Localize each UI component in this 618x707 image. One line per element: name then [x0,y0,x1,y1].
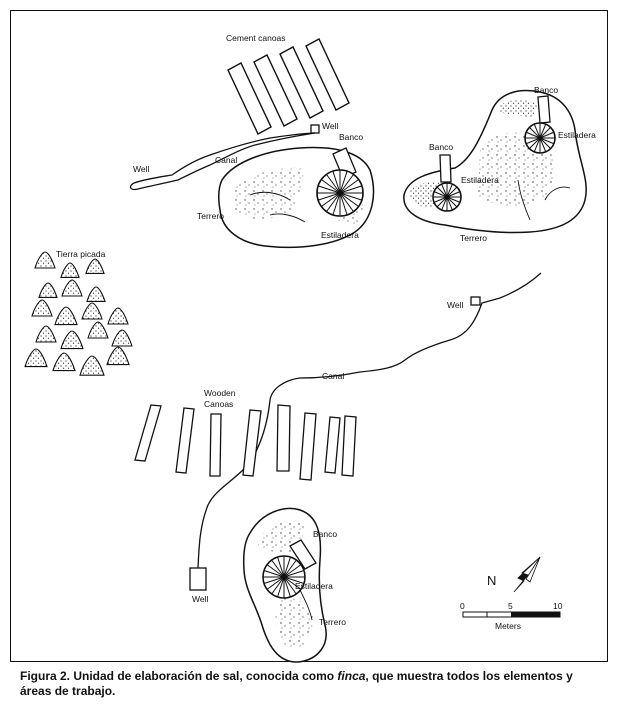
estiladera-right-top [524,122,556,154]
tierra-picada-mound [79,355,105,376]
wooden-canoas [134,404,357,481]
scale-tick-5: 5 [508,601,513,611]
estiladera-bottom-label: Estiladera [295,581,333,591]
well-top-left-label: Well [133,164,149,174]
wooden-canoas-label-2: Canoas [204,399,233,409]
tierra-picada-mound [111,329,133,347]
estiladera-bottom [262,555,306,599]
terrero-bottom-label: Terrero [319,617,346,627]
tierra-picada-mound [60,330,84,350]
caption-suffix: , que muestra todos los elementos y área… [20,669,573,698]
tierra-picada-mound [61,279,83,297]
finca-map: Cement canoas Well Well Canal Banco Terr… [24,33,596,663]
tierra-picada-mound [107,307,129,325]
tierra-picada-mound [81,302,103,320]
wooden-canoas-label-1: Wooden [204,388,236,398]
tierra-picada-mound [85,258,105,274]
terrero-right-label: Terrero [460,233,487,243]
estiladera-right-left [432,182,462,212]
well-bottom [189,567,207,591]
caption-prefix: Figura 2. Unidad de elaboración de sal, … [20,669,338,683]
canal-mid [197,272,542,569]
scale-tick-0: 0 [460,601,465,611]
well-mid-right-label: Well [447,300,463,310]
well-mid-right [470,296,481,306]
well-bottom-label: Well [192,594,208,604]
terrero-center-label: Terrero [197,211,224,221]
tierra-picada-mound [87,321,109,339]
banco-bottom-label: Banco [313,529,337,539]
estiladera-center [316,169,364,217]
tierra-picada-mounds [24,251,133,376]
tierra-picada-label: Tierra picada [56,249,106,259]
tierra-picada-mound [35,325,57,343]
tierra-picada-mound [38,282,58,298]
banco-bottom [289,539,317,570]
scale-bar: 0 5 10 Meters [460,601,563,631]
tierra-picada-mound [86,286,106,302]
banco-right-left-label: Banco [429,142,453,152]
caption-italic-term: finca [337,669,366,683]
canal-mid-label: Canal [322,371,344,381]
scale-tick-10: 10 [553,601,563,611]
cement-canoas-label: Cement canoas [226,33,286,43]
estiladera-center-label: Estiladera [321,230,359,240]
scale-unit-label: Meters [495,621,521,631]
well-top-small [310,124,320,134]
tierra-picada-mound [34,251,56,269]
banco-right-top [537,95,551,124]
banco-right-top-label: Banco [534,85,558,95]
banco-center-label: Banco [339,132,363,142]
well-top-small-label: Well [322,121,338,131]
tierra-picada-mound [52,352,76,372]
estiladera-right-left-label: Estiladera [461,175,499,185]
canal-top [129,132,316,191]
north-arrow-label: N [487,573,496,588]
estiladera-right-top-label: Estiladera [558,130,596,140]
banco-right-left [439,154,452,183]
tierra-picada-mound [60,262,80,278]
north-arrow: N [487,556,541,593]
canal-top-label: Canal [215,155,237,165]
tierra-picada-mound [106,346,130,366]
figure-caption: Figura 2. Unidad de elaboración de sal, … [20,669,600,699]
cement-canoas [227,38,350,135]
tierra-picada-mound [24,348,48,368]
tierra-picada-mound [54,306,78,326]
tierra-picada-mound [31,299,53,317]
